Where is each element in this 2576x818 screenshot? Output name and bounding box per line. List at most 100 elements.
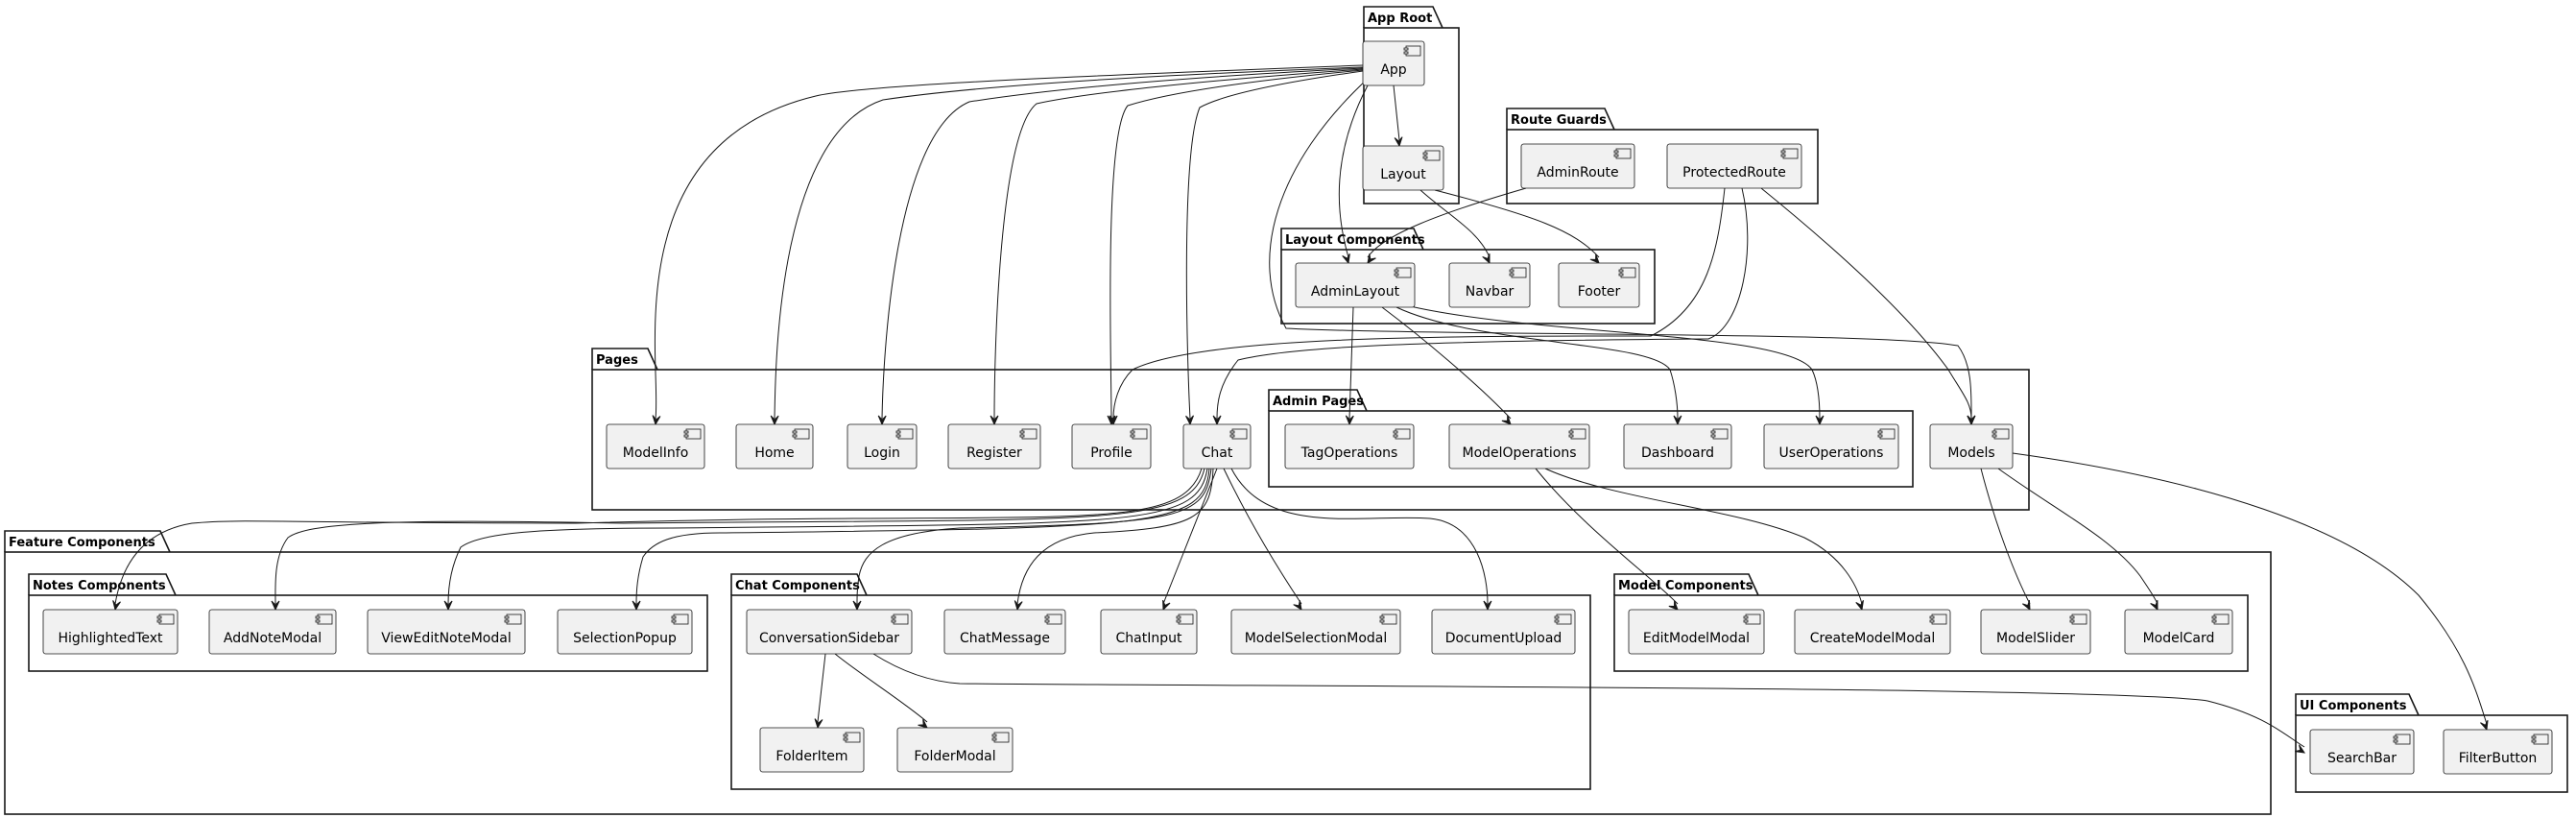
component-ChatMessage: ChatMessage [943,609,1066,655]
arrowhead [2295,744,2306,754]
edge-line [1980,468,2031,605]
edge-App-to-Home [770,66,1364,426]
edge-App-to-Layout [1393,84,1403,148]
component-icon [504,614,522,625]
component-icon [1422,150,1441,161]
package-tab [1280,228,1424,251]
edge-Chat-to-ChatMessage [1014,468,1214,612]
arrowhead [2022,600,2031,612]
package-label: UI Components [2300,699,2407,713]
edge-Models-to-ModelSlider [1980,468,2031,612]
component-label: ModelSlider [1996,631,2075,646]
component-box [1666,143,1802,189]
edge-ProtectedRoute-to-Models [1760,187,1976,426]
component-box [2309,729,2415,775]
component-label: ConversationSidebar [759,631,899,646]
component-icon [2393,734,2411,745]
edge-Chat-to-ChatInput [1162,468,1218,612]
arrowhead [1367,253,1376,265]
package-label: Feature Components [9,536,155,550]
component-Footer: Footer [1558,262,1640,308]
component-icon [1780,148,1799,159]
component-icon [1130,428,1148,440]
arrowhead [770,415,779,426]
edge-line [1544,468,1863,605]
edge-line [1535,468,1679,605]
edge-Chat-to-ModelSelectionModal [1223,468,1302,612]
component-label: HighlightedText [58,631,163,646]
arrowhead [443,600,453,612]
edge-ConversationSidebar-to-SearchBar [872,653,2306,754]
edge-Chat-to-HighlightedText [112,468,1203,612]
component-ModelInfo: ModelInfo [606,423,705,469]
component-box [759,727,865,773]
component-icon [1992,428,2010,440]
component-box [1980,609,2091,655]
edge-line [774,66,1364,420]
component-box [1448,423,1590,469]
component-Login: Login [847,423,918,469]
arrowhead [652,415,661,426]
component-label: FolderModal [914,749,995,764]
component-label: UserOperations [1779,445,1884,461]
arrowhead [1212,415,1222,426]
component-box [947,423,1041,469]
edge-line [856,468,1212,605]
edge-App-to-Register [990,68,1364,426]
component-label: App [1380,62,1406,78]
component-icon [1393,428,1411,440]
component-Chat: Chat [1182,423,1252,469]
edge-line [1230,468,1489,605]
component-icon [895,428,914,440]
component-ConversationSidebar: ConversationSidebar [746,609,913,655]
component-label: Home [754,445,794,461]
arrowhead [1501,415,1512,425]
arrowhead [1162,599,1171,612]
package-label: Layout Components [1285,233,1425,248]
component-box [1230,609,1401,655]
component-label: ViewEditNoteModal [381,631,511,646]
edge-Layout-to-Footer [1434,189,1600,264]
arrowhead [2480,719,2489,732]
edge-ModelOperations-to-EditModelModal [1535,468,1679,611]
edge-line [1338,84,1369,258]
edge-line [1185,70,1364,420]
component-Models: Models [1929,423,2014,469]
component-label: ModelSelectionModal [1245,631,1388,646]
edge-line [1760,187,1972,420]
package-tab [1506,108,1615,131]
edge-line [1269,78,1972,420]
arrowhead [1014,600,1023,612]
component-box [1794,609,1951,655]
edge-line [1393,84,1400,141]
arrowhead [877,415,887,426]
component-icon [1176,614,1194,625]
component-label: FilterButton [2459,751,2538,766]
component-box [746,609,913,655]
edge-line [2012,452,2488,725]
component-ModelOperations: ModelOperations [1448,423,1590,469]
edge-AdminLayout-to-UserOperations [1405,304,1825,426]
component-icon [1229,428,1248,440]
arrowhead [1668,600,1679,611]
package-label: Chat Components [735,579,860,593]
edge-ModelOperations-to-CreateModelModal [1544,468,1864,612]
component-label: Chat [1202,445,1233,461]
component-label: ChatMessage [960,631,1050,646]
edge-AdminRoute-to-AdminLayout [1367,187,1527,265]
component-icon [1710,428,1729,440]
arrowhead [1589,253,1600,264]
edge-Chat-to-DocumentUpload [1230,468,1492,612]
edge-ProtectedRoute-to-Chat [1212,187,1749,426]
component-box [208,609,337,655]
edge-line [447,468,1208,605]
component-icon [891,614,909,625]
edge-AdminLayout-to-TagOperations [1345,306,1354,426]
edge-Layout-to-Navbar [1419,189,1491,265]
component-icon [1403,45,1421,57]
component-Layout: Layout [1362,145,1444,191]
component-box [1100,609,1198,655]
arrowhead [1109,415,1118,426]
